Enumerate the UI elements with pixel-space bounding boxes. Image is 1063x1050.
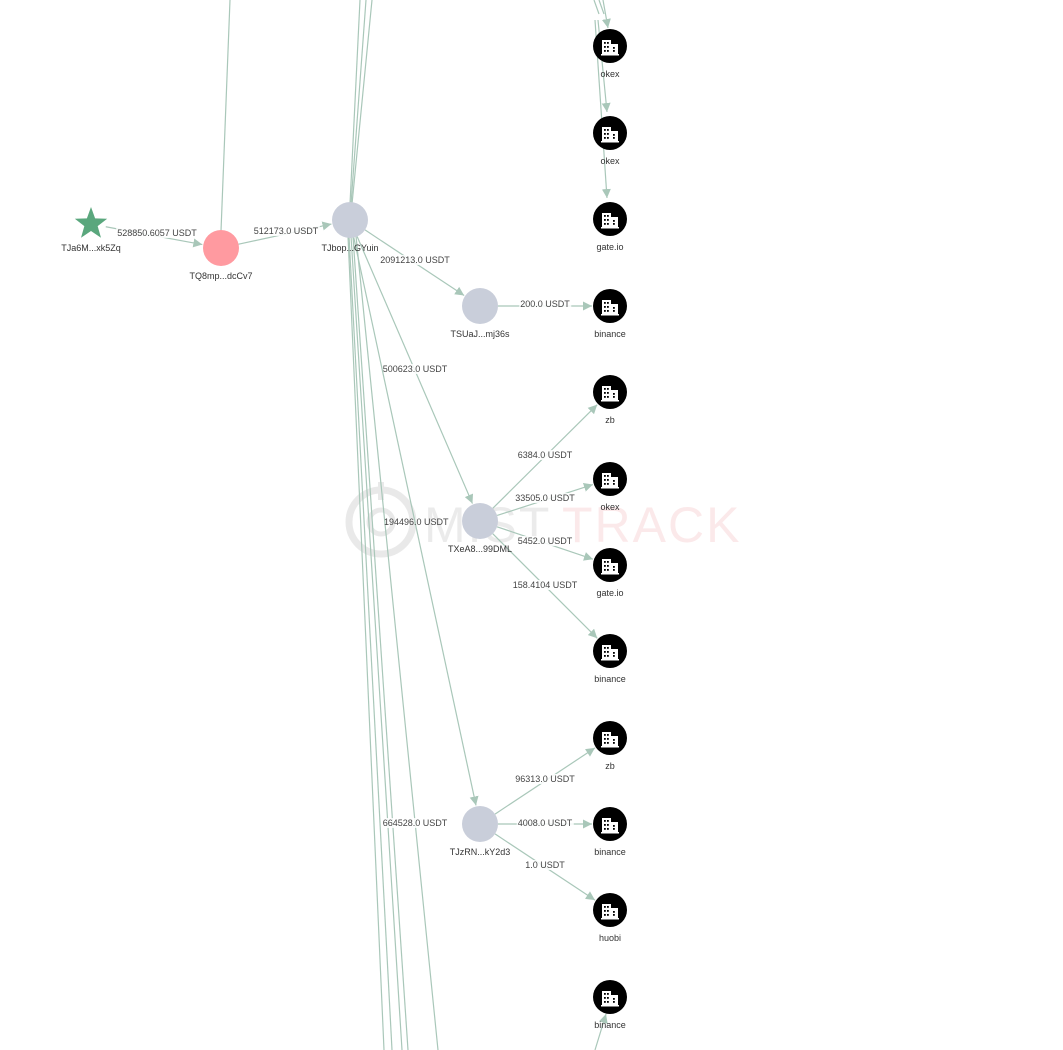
- edge-label: 500623.0 USDT: [383, 364, 448, 374]
- node-src[interactable]: TJa6M...xk5Zq: [61, 207, 121, 253]
- edge-label: 528850.6057 USDT: [117, 228, 197, 238]
- node-label: gate.io: [596, 242, 623, 252]
- edge-label-bg: [511, 580, 579, 590]
- edge-label-bg: [379, 255, 452, 265]
- edge-label-bg: [524, 860, 567, 870]
- building-icon: [601, 991, 619, 1007]
- building-icon: [601, 127, 619, 143]
- star-icon: [74, 207, 108, 238]
- building-icon: [601, 213, 619, 229]
- node-e10[interactable]: binance: [593, 807, 627, 857]
- edge-label-extra: 194496.0 USDT: [384, 517, 449, 527]
- building-icon: [601, 40, 619, 56]
- edge-label-bg: [516, 450, 574, 460]
- node-e7[interactable]: gate.io: [593, 548, 627, 598]
- edge-label: 664528.0 USDT: [383, 818, 448, 828]
- edge-label-bg: [516, 536, 574, 546]
- node-e6[interactable]: okex: [593, 462, 627, 512]
- node-xe[interactable]: TXeA8...99DML: [448, 503, 512, 554]
- node-label: okex: [600, 502, 620, 512]
- edge-label: 96313.0 USDT: [515, 774, 575, 784]
- node-e11[interactable]: huobi: [593, 893, 627, 943]
- edge-label-bg: [381, 818, 449, 828]
- node-label: huobi: [599, 933, 621, 943]
- node-label: gate.io: [596, 588, 623, 598]
- edge-label-bg: [514, 774, 577, 784]
- offscreen-edges: [220, 0, 611, 1050]
- node-e2[interactable]: okex: [593, 116, 627, 166]
- watermark-text-track: TRACK: [562, 497, 741, 553]
- edge-label: 1.0 USDT: [525, 860, 565, 870]
- node-jz[interactable]: TJzRN...kY2d3: [450, 806, 511, 857]
- edge-label: 5452.0 USDT: [518, 536, 573, 546]
- edge-label-bg: [381, 364, 449, 374]
- edge-jb-jz[interactable]: [353, 237, 479, 806]
- node-label: TJa6M...xk5Zq: [61, 243, 121, 253]
- edge-label-bg: [252, 226, 320, 236]
- node-e3[interactable]: gate.io: [593, 202, 627, 252]
- edge-label: 158.4104 USDT: [513, 580, 578, 590]
- edges-layer: 528850.6057 USDT 512173.0 USDT 2091213.0 U…: [105, 221, 598, 901]
- building-icon: [601, 386, 619, 402]
- node-label: zb: [605, 761, 615, 771]
- node-label: TSUaJ...mj36s: [450, 329, 510, 339]
- node-label: TJbop...GYuin: [321, 243, 378, 253]
- edge-label: 6384.0 USDT: [518, 450, 573, 460]
- node-label: binance: [594, 847, 626, 857]
- edge-label-bg: [519, 299, 572, 309]
- node-label: zb: [605, 415, 615, 425]
- node-label: okex: [600, 156, 620, 166]
- node-label: binance: [594, 1020, 626, 1030]
- edge-label-bg: [514, 493, 577, 503]
- edge-label: 33505.0 USDT: [515, 493, 575, 503]
- node-e12[interactable]: binance: [593, 980, 627, 1030]
- building-icon: [601, 559, 619, 575]
- building-icon: [601, 473, 619, 489]
- node-e1[interactable]: okex: [593, 29, 627, 79]
- building-icon: [601, 645, 619, 661]
- node-label: TJzRN...kY2d3: [450, 847, 511, 857]
- node-e8[interactable]: binance: [593, 634, 627, 684]
- node-label: binance: [594, 329, 626, 339]
- building-icon: [601, 300, 619, 316]
- node-label: okex: [600, 69, 620, 79]
- edge-label: 4008.0 USDT: [518, 818, 573, 828]
- building-icon: [601, 904, 619, 920]
- node-q8[interactable]: TQ8mp...dcCv7: [189, 230, 253, 281]
- node-label: TXeA8...99DML: [448, 544, 512, 554]
- node-label: TQ8mp...dcCv7: [189, 271, 252, 281]
- building-icon: [601, 732, 619, 748]
- node-jb[interactable]: TJbop...GYuin: [321, 202, 379, 253]
- node-e5[interactable]: zb: [593, 375, 627, 425]
- node-e4[interactable]: binance: [593, 289, 627, 339]
- edge-label: 2091213.0 USDT: [380, 255, 450, 265]
- node-su[interactable]: TSUaJ...mj36s: [450, 288, 510, 339]
- edge-label-bg: [516, 818, 574, 828]
- node-e9[interactable]: zb: [593, 721, 627, 771]
- edge-label: 512173.0 USDT: [254, 226, 319, 236]
- building-icon: [601, 818, 619, 834]
- edge-label: 200.0 USDT: [520, 299, 570, 309]
- node-label: binance: [594, 674, 626, 684]
- edge-label-bg: [116, 228, 199, 238]
